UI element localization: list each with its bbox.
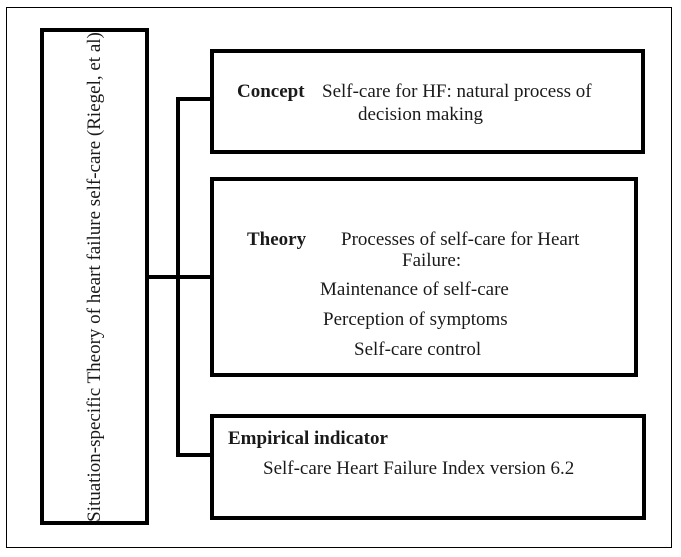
concept-node-box: Concept Self-care for HF: natural proces…	[210, 49, 645, 154]
theory-line-2: Failure:	[402, 250, 462, 271]
empirical-text: Self-care Heart Failure Index version 6.…	[263, 458, 575, 479]
empirical-heading: Empirical indicator	[228, 428, 388, 449]
connector-to-concept	[176, 97, 212, 101]
outer-frame	[6, 7, 672, 548]
theory-heading: Theory	[247, 229, 307, 250]
theory-item: Maintenance of self-care	[320, 279, 509, 300]
connector-to-empirical	[176, 453, 212, 457]
theory-item: Self-care control	[354, 339, 482, 360]
root-node-label: Situation-specific Theory of heart failu…	[83, 31, 105, 522]
concept-heading: Concept	[237, 81, 305, 102]
empirical-node-box: Empirical indicator Self-care Heart Fail…	[210, 414, 646, 520]
connector-root-to-trunk	[149, 275, 180, 279]
theory-node-box: Theory Processes of self-care for Heart …	[210, 177, 638, 377]
theory-item: Perception of symptoms	[323, 309, 508, 330]
concept-line-1: Self-care for HF: natural process of	[322, 81, 592, 102]
theory-line-1: Processes of self-care for Heart	[341, 229, 580, 250]
root-node-box: Situation-specific Theory of heart failu…	[40, 28, 149, 525]
concept-line-2: decision making	[358, 104, 484, 125]
connector-to-theory	[176, 275, 212, 279]
